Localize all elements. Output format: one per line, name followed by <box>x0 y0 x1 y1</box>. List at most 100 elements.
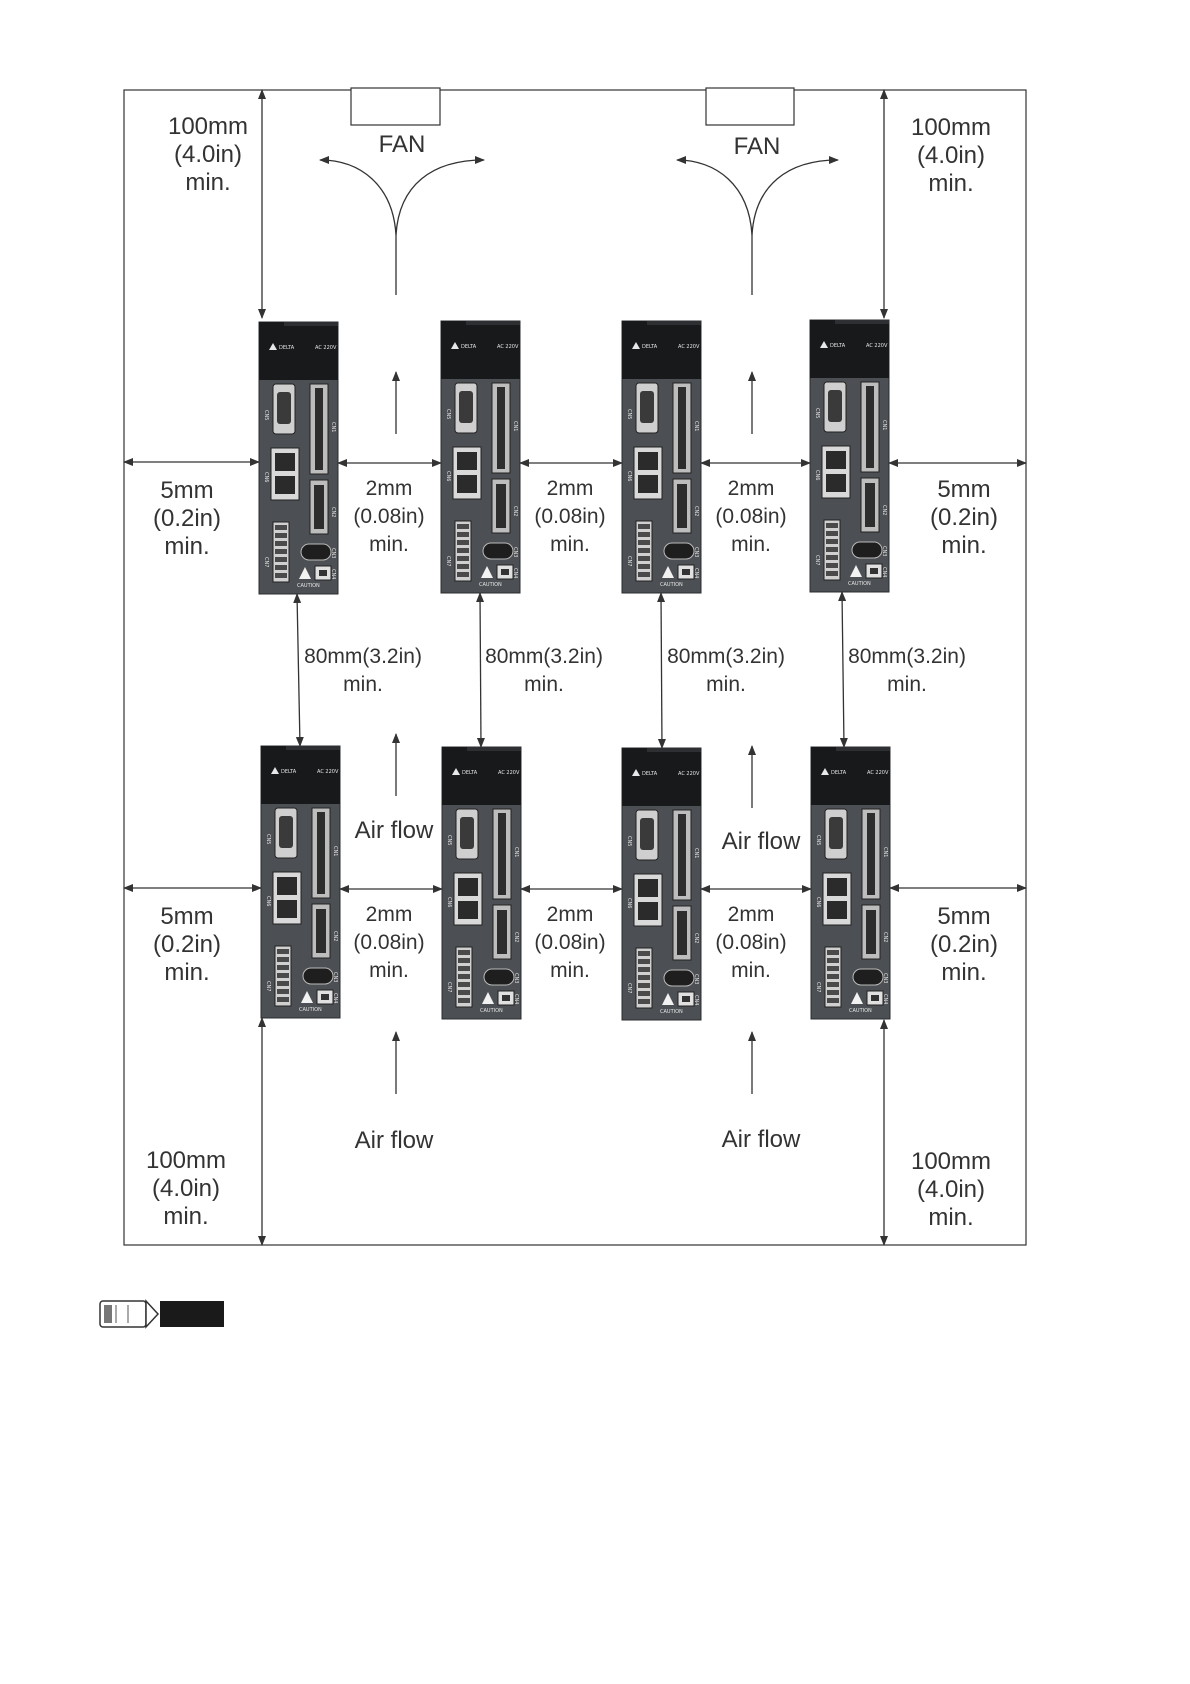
voltage-label: AC 220V <box>867 770 889 776</box>
row-clearance-text: 80mm(3.2in)min. <box>304 645 422 696</box>
fan-exhaust-arrows-right <box>676 156 839 295</box>
connector-label: CN6 <box>446 897 452 907</box>
cn1-connector <box>860 381 880 473</box>
voltage-label: AC 220V <box>317 769 339 775</box>
right-side-clearance-text: 5mm(0.2in)min. <box>930 903 998 986</box>
brand-label: DELTA <box>642 344 658 350</box>
top-left-clearance-text: 100mm (4.0in) min. <box>168 113 248 196</box>
voltage-label: AC 220V <box>678 344 700 350</box>
connector-label: CN4 <box>512 568 518 578</box>
brand-label: DELTA <box>830 343 846 349</box>
connector-label: CN5 <box>814 408 820 418</box>
airflow-label-lower-right: Air flow <box>722 1126 801 1153</box>
gap-clearance-text-line: (0.08in) <box>715 931 786 954</box>
cn5-connector <box>824 808 848 860</box>
right-side-clearance-text-line: (0.2in) <box>930 931 998 958</box>
cn3-connector <box>302 967 334 985</box>
voltage-label: AC 220V <box>498 770 520 776</box>
connector-label: CN7 <box>626 556 632 566</box>
cn1-connector <box>492 808 512 900</box>
connector-label: CN6 <box>814 470 820 480</box>
cn3-connector <box>663 969 695 987</box>
gap-clearance-text-line: 2mm <box>728 903 775 926</box>
cn4-usb-connector <box>677 991 695 1007</box>
row-clearance-text-line: min. <box>887 673 927 696</box>
connector-label: CN5 <box>446 835 452 845</box>
connector-label: CN1 <box>882 847 888 857</box>
warning-icon <box>481 566 493 578</box>
brand-label: DELTA <box>279 345 295 351</box>
connector-label: CN7 <box>815 982 821 992</box>
fan-box-right <box>705 87 795 126</box>
enclosure-outline <box>123 89 1027 1246</box>
caution-label: CAUTION <box>849 1008 872 1014</box>
connector-label: CN6 <box>626 471 632 481</box>
left-side-clearance-text-line: (0.2in) <box>153 931 221 958</box>
warning-icon <box>301 991 313 1003</box>
cn4-usb-connector <box>316 989 334 1005</box>
cn5-connector <box>823 381 847 433</box>
connector-label: CN1 <box>693 421 699 431</box>
connector-label: CN6 <box>445 471 451 481</box>
brand-label: DELTA <box>642 771 658 777</box>
cn2-connector <box>861 904 881 960</box>
cn3-connector <box>663 542 695 560</box>
cn6-connector <box>452 446 482 500</box>
connector-label: CN7 <box>446 982 452 992</box>
brand-logo: DELTA <box>451 342 477 350</box>
gap-clearance-text-line: min. <box>731 533 771 556</box>
warning-icon <box>299 567 311 579</box>
connector-label: CN7 <box>265 981 271 991</box>
connector-label: CN2 <box>513 932 519 942</box>
gap-clearance-text-line: min. <box>369 533 409 556</box>
row-clearance-text-line: 80mm(3.2in) <box>304 645 422 668</box>
gap-clearance-text-line: (0.08in) <box>534 931 605 954</box>
brand-label: DELTA <box>461 344 477 350</box>
gap-clearance-text: 2mm(0.08in)min. <box>534 903 605 982</box>
cn2-connector <box>672 478 692 534</box>
cn4-usb-connector <box>497 990 515 1006</box>
cn1-connector <box>491 382 511 474</box>
left-side-clearance-text-line: (0.2in) <box>153 505 221 532</box>
cn7-terminal-block <box>824 946 842 1008</box>
row-clearance-text-line: min. <box>524 673 564 696</box>
bottom-left-clearance-text: 100mm (4.0in) min. <box>146 1147 226 1230</box>
note-icon <box>99 1299 224 1329</box>
connector-label: CN7 <box>263 557 269 567</box>
brand-logo: DELTA <box>632 769 658 777</box>
cn3-connector <box>300 543 332 561</box>
gap-clearance-text-line: (0.08in) <box>353 505 424 528</box>
connector-label: CN6 <box>815 897 821 907</box>
left-side-clearance-text-line: min. <box>164 959 209 986</box>
airflow-label-upper-right: Air flow <box>722 828 801 855</box>
gap-clearance-text-line: 2mm <box>547 477 594 500</box>
gap-clearance-text-line: 2mm <box>366 477 413 500</box>
cn3-connector <box>483 968 515 986</box>
voltage-label: AC 220V <box>678 771 700 777</box>
svg-text:min.: min. <box>185 169 230 196</box>
cn2-connector <box>311 903 331 959</box>
connector-label: CN5 <box>263 410 269 420</box>
cn6-connector <box>272 871 302 925</box>
caution-label: CAUTION <box>299 1007 322 1013</box>
row-clearance-text-line: 80mm(3.2in) <box>667 645 785 668</box>
cn7-terminal-block <box>272 521 290 583</box>
connector-label: CN7 <box>814 555 820 565</box>
bottom-right-clearance-text: 100mm (4.0in) min. <box>911 1148 991 1231</box>
drive-installation-diagram: FAN FAN 100mm (4.0in) min. 100mm (4.0in)… <box>99 87 1027 1329</box>
cn4-usb-connector <box>866 990 884 1006</box>
svg-text:(4.0in): (4.0in) <box>917 142 985 169</box>
cn5-connector <box>635 809 659 861</box>
gap-clearance-text-line: min. <box>550 533 590 556</box>
cn6-connector <box>633 873 663 927</box>
cn1-connector <box>861 808 881 900</box>
connector-label: CN2 <box>330 507 336 517</box>
connector-label: CN3 <box>332 972 338 982</box>
caution-label: CAUTION <box>479 582 502 588</box>
brand-label: DELTA <box>831 770 847 776</box>
brand-label: DELTA <box>281 769 297 775</box>
connector-label: CN3 <box>693 547 699 557</box>
svg-text:min.: min. <box>928 1204 973 1231</box>
cn2-connector <box>492 904 512 960</box>
